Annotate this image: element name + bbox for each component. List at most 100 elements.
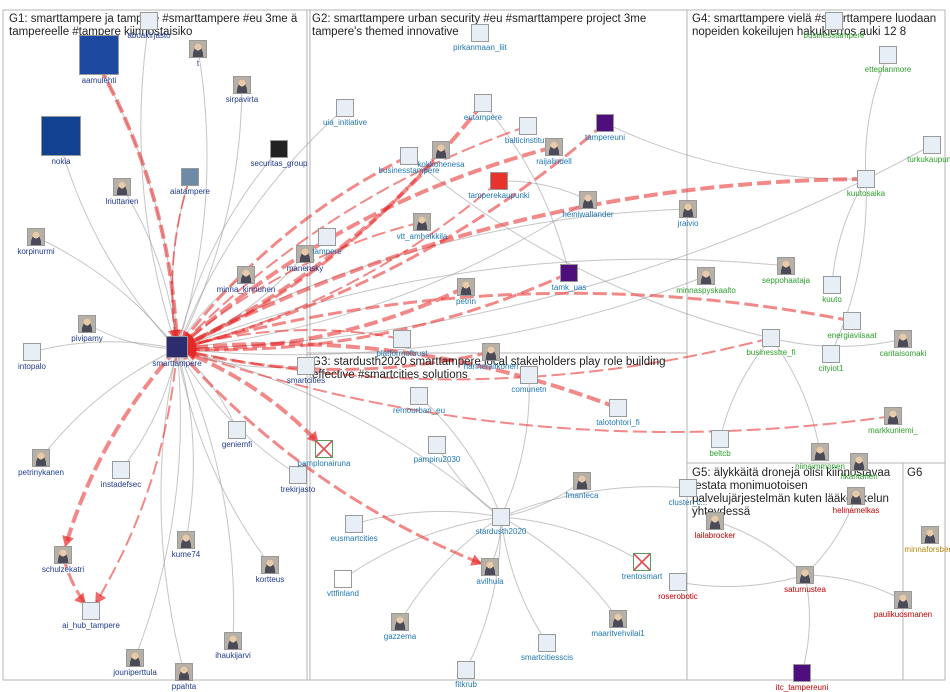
node-label: uia_initiative (322, 118, 368, 127)
logo-icon (857, 170, 875, 188)
node-label: helinamelkas (832, 506, 880, 515)
node-label: minnaforsberg (904, 545, 950, 554)
logo-icon (823, 276, 841, 294)
node-label: pivipamy (71, 334, 103, 343)
edge-red (176, 221, 423, 350)
edge-arrowhead (62, 535, 74, 548)
logo-icon (82, 602, 100, 620)
edge-gray (176, 348, 502, 518)
avatar-icon (777, 257, 795, 275)
node-label: cluster_c... (668, 498, 708, 507)
tamk-logo-icon (560, 264, 578, 282)
edge-red (176, 285, 467, 352)
vtt-logo-icon (334, 570, 352, 588)
logo-icon (400, 147, 418, 165)
node-label: kuuto (822, 295, 842, 304)
smarttampere-logo-icon (166, 336, 188, 358)
edge-gray (482, 102, 570, 274)
edge-gray (719, 337, 772, 440)
node-label: ppahta (171, 682, 197, 691)
edges-red (61, 65, 894, 612)
node-label: caritaisomaki (879, 349, 927, 358)
node-label: paulikuosmanen (873, 610, 933, 619)
node-label: manensky (286, 264, 324, 273)
edge-gray (35, 236, 178, 350)
edge-gray (865, 54, 889, 180)
edge-red (176, 149, 443, 351)
avatar-icon (482, 343, 500, 361)
node-label: vtt_amheikkila (396, 232, 448, 241)
edge-red (176, 125, 529, 350)
avatar-icon (894, 591, 912, 609)
edge-gray (801, 574, 810, 674)
edge-red (176, 341, 619, 410)
node-label: eusmartcities (330, 534, 378, 543)
logo-icon (228, 421, 246, 439)
edge-gray (176, 148, 280, 350)
node-label: aiatampere (169, 187, 211, 196)
edge-gray (60, 146, 178, 350)
tampere-crest-icon (490, 172, 508, 190)
edge-arrowhead (74, 592, 86, 605)
logo-icon (393, 330, 411, 348)
logo-icon (345, 515, 363, 533)
avatar-icon (811, 443, 829, 461)
avatar-icon (177, 531, 195, 549)
logo-icon (762, 329, 780, 347)
node-label: sirpavirta (225, 95, 259, 104)
edge-gray (500, 486, 689, 518)
node-label: smartcitiesscis (520, 653, 574, 662)
node-label: cityiot1 (818, 364, 844, 373)
node-label: geniemfi (221, 440, 253, 449)
node-label: markkuniemi_ (868, 426, 918, 435)
edge-red (97, 65, 179, 350)
logo-icon (474, 94, 492, 112)
avatar-icon (850, 453, 868, 471)
edge-gray (831, 178, 867, 286)
nokia-logo-icon (41, 116, 81, 156)
avatar-icon (296, 245, 314, 263)
logo-icon (923, 136, 941, 154)
edge-gray (500, 516, 643, 563)
node-label: aamulehti (81, 76, 117, 85)
logo-icon (822, 345, 840, 363)
node-label: minnaspyskaalto (676, 286, 736, 295)
node-label: schulzekatri (41, 565, 85, 574)
node-label: raijalindell (536, 157, 572, 166)
logo-icon (112, 461, 130, 479)
node-label: kuutosaika (846, 189, 886, 198)
edge-gray (176, 84, 243, 350)
logo-icon (679, 479, 697, 497)
logo-icon (825, 12, 843, 30)
node-label: etteplanmore (864, 65, 912, 74)
node-label: avilhula (476, 577, 504, 586)
edge-gray (604, 122, 867, 180)
node-label: jouniperttula (113, 668, 157, 677)
logo-icon (669, 573, 687, 591)
avatar-icon (113, 178, 131, 196)
logo-icon (492, 508, 510, 526)
edge-gray (176, 348, 235, 642)
node-label: smartcities (286, 376, 326, 385)
avatar-icon (413, 213, 431, 231)
node-label: securitas_group (250, 159, 308, 168)
node-label: tampereuni (584, 133, 626, 142)
avatar-icon (78, 315, 96, 333)
edge-gray (677, 574, 806, 587)
logo-icon (297, 357, 315, 375)
aamulehti-logo-icon (79, 35, 119, 75)
node-label: t (196, 59, 200, 68)
avatar-icon (679, 200, 697, 218)
group-frame-g6 (902, 462, 946, 681)
node-label: kortteus (255, 575, 285, 584)
securitas-logo-icon (270, 140, 288, 158)
avatar-icon (609, 610, 627, 628)
avatar-icon (921, 526, 939, 544)
edge-gray (160, 348, 185, 673)
edge-gray (176, 348, 271, 566)
edge-gray (714, 520, 806, 576)
avatar-icon (233, 76, 251, 94)
city-photo-icon (181, 168, 199, 186)
node-label: korpinurmi (17, 247, 55, 256)
